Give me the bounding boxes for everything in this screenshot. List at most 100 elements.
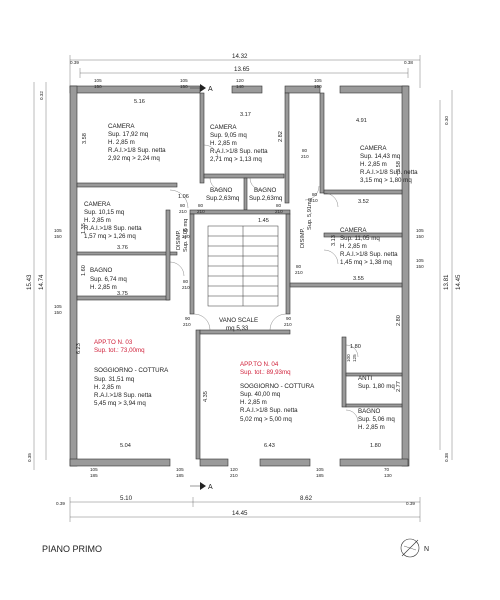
room-area: Sup. 5,06 mq — [358, 416, 395, 423]
wall-dim: 2.80 — [396, 315, 402, 326]
door-mark: 70 — [384, 467, 390, 472]
room-area: Sup. 10,15 mq — [84, 209, 125, 216]
room-height: H. 2,85 m — [240, 399, 267, 406]
room-area: Sup. 31,51 mq — [94, 376, 135, 383]
door-mark: 210 — [295, 270, 303, 275]
door-mark: 105 — [54, 228, 62, 233]
section-label: A — [208, 484, 213, 491]
door-mark: 80 — [296, 264, 302, 269]
dim-corner: 0.39 — [56, 501, 65, 506]
room-disimp-2: DISIMP. Sup. 5,91mq — [300, 198, 313, 248]
dim-bottom-total: 14.45 — [232, 510, 248, 517]
room-rai: R.A.I.>1/8 Sup. netta — [84, 225, 142, 232]
door-mark: 80 — [198, 203, 204, 208]
dim-top-inner: 13.65 — [234, 66, 250, 73]
room-disimp-1: DISIMP. Sup. 4,05 mq — [176, 219, 189, 252]
outer-walls — [69, 85, 410, 467]
staircase — [207, 225, 279, 307]
dim-corner: 0.35 — [27, 453, 32, 462]
door-mark: 150 — [416, 264, 424, 269]
room-camera-5: CAMERA Sup. 11,05 mq H. 2,85 m R.A.I.>1/… — [340, 227, 398, 266]
room-camera-4: CAMERA Sup. 10,15 mq H. 2,85 m R.A.I.>1/… — [84, 201, 142, 240]
door-mark: 80 — [183, 279, 189, 284]
room-bagno-2: BAGNO Sup.2,63mq — [249, 187, 283, 202]
room-height: H. 2,85 m — [360, 161, 387, 168]
room-area: Sup. 14,43 mq — [360, 153, 401, 160]
wall-dim: 6.23 — [76, 343, 82, 354]
wall-dim: 3.58 — [396, 161, 402, 172]
door-mark: 105 — [316, 467, 324, 472]
door-mark: 105 — [90, 467, 98, 472]
dim-corner: 0.30 — [444, 116, 449, 125]
dimension-lines — [33, 55, 453, 522]
dim-bottom-right: 8.62 — [300, 495, 313, 502]
wall-dim: 1.45 — [258, 218, 269, 224]
door-mark: 105 — [54, 304, 62, 309]
room-vano-scale: VANO SCALE mq 5,33 — [219, 317, 258, 332]
door-mark: 210 — [182, 234, 190, 239]
room-name: CAMERA — [108, 123, 135, 130]
room-height: H. 2,85 m — [358, 424, 385, 431]
apartment-area: Sup. tot.: 89,93mq — [240, 369, 291, 376]
section-label: A — [208, 86, 213, 93]
room-area: Sup. 9,05 mq — [210, 132, 247, 139]
room-name: CAMERA — [340, 227, 367, 234]
wall-dim: 5.16 — [134, 99, 145, 105]
door-mark: 210 — [183, 322, 191, 327]
door-mark: 105 — [416, 228, 424, 233]
dim-right-outer: 14.45 — [455, 274, 462, 290]
room-height: H. 2,85 m — [94, 384, 121, 391]
room-height: H. 2,85 m — [340, 243, 367, 250]
room-name: BAGNO — [90, 267, 113, 274]
room-area: Sup. 1,80 mq — [358, 383, 395, 390]
door-mark: 210 — [230, 473, 238, 478]
dim-top-total: 14.32 — [232, 53, 248, 60]
room-name: CAMERA — [360, 145, 387, 152]
wall-dim: 3.52 — [358, 199, 369, 205]
door-mark: 150 — [54, 310, 62, 315]
dim-corner: 0.39 — [406, 501, 415, 506]
room-area: Sup. 17,92 mq — [108, 131, 149, 138]
wall-dim: 1.80 — [370, 443, 381, 449]
wall-dim: 4.35 — [203, 391, 209, 402]
door-mark: 105 — [176, 467, 184, 472]
door-mark: 120 — [236, 78, 244, 83]
wall-dim: 6.43 — [264, 443, 275, 449]
room-ratio: 1,45 mq > 1,38 mq — [340, 259, 392, 266]
wall-dim: 3.17 — [240, 112, 251, 118]
door-mark: 150 — [94, 84, 102, 89]
door-mark: 80 — [312, 192, 318, 197]
dim-corner: 0.32 — [39, 91, 44, 100]
room-camera-2: CAMERA Sup. 9,05 mq H. 2,85 m R.A.I.>1/8… — [210, 124, 268, 163]
room-name: BAGNO — [358, 408, 381, 415]
room-rai: R.A.I.>1/8 Sup. netta — [108, 147, 166, 154]
wall-dim: 2.82 — [278, 131, 284, 142]
room-name: SOGGIORNO - COTTURA — [94, 367, 169, 374]
door-mark: 105 — [94, 78, 102, 83]
room-area: Sup.2,63mq — [206, 195, 240, 202]
room-ratio: 3,15 mq > 1,80 mq — [360, 177, 412, 184]
door-mark: 100 — [346, 354, 351, 362]
dim-corner: 0.38 — [444, 453, 449, 462]
apartment-03: APP.TO N. 03 Sup. tot.: 73,00mq — [94, 339, 145, 354]
wall-dim: 3.55 — [353, 276, 364, 282]
apartment-04: APP.TO N. 04 Sup. tot.: 89,93mq — [240, 361, 291, 376]
door-mark: 185 — [176, 473, 184, 478]
room-bagno-4: BAGNO Sup. 5,06 mq H. 2,85 m — [358, 408, 395, 431]
room-ratio: 2,92 mq > 2,24 mq — [108, 155, 160, 162]
floor-title: PIANO PRIMO — [42, 544, 102, 554]
room-area: Sup. 5,91mq — [307, 198, 313, 230]
door-mark: 80 — [276, 203, 282, 208]
wall-dim: 1.80 — [350, 344, 361, 350]
door-mark: 90 — [185, 316, 191, 321]
door-marks: 80 210 80 210 80 210 80 210 80 210 80 21… — [54, 78, 424, 478]
door-mark: 150 — [180, 84, 188, 89]
door-mark: 90 — [286, 316, 292, 321]
door-mark: 185 — [316, 473, 324, 478]
room-area: Sup. 40,00 mq — [240, 391, 281, 398]
door-swings — [169, 144, 359, 423]
room-bagno-3: BAGNO Sup. 6,74 mq H. 2,85 m — [90, 267, 127, 291]
room-height: H. 2,85 m — [210, 140, 237, 147]
apartment-area: Sup. tot.: 73,00mq — [94, 347, 145, 354]
